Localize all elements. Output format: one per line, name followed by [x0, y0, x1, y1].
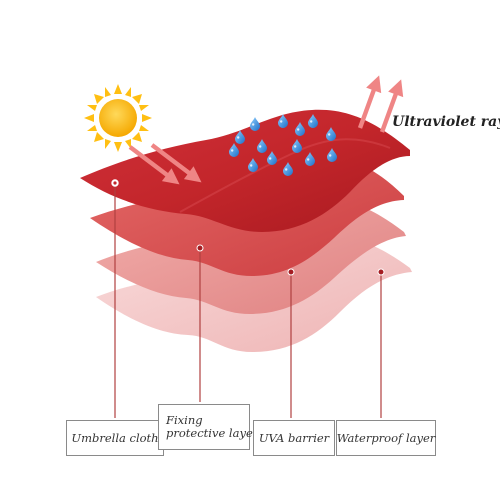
- label-protective-layer-line2: protective layer: [166, 426, 259, 440]
- marker-umbrella-cloth-dot: [113, 181, 117, 185]
- label-protective-layer-line1: Fixing: [166, 413, 203, 427]
- ultraviolet-rays-label: Ultraviolet rays: [392, 114, 500, 130]
- label-umbrella-cloth-text: Umbrella cloth: [71, 430, 159, 445]
- water-droplet-icon: [295, 122, 305, 136]
- water-droplet-highlight: [329, 154, 332, 157]
- label-umbrella-cloth: Umbrella cloth: [66, 420, 164, 456]
- water-droplet-icon: [235, 130, 245, 144]
- water-droplet-icon: [257, 139, 267, 153]
- incoming-uv-arrows: [128, 143, 202, 185]
- marker-protective-layer: [196, 244, 204, 252]
- water-droplet-highlight: [280, 120, 283, 123]
- water-droplet-highlight: [237, 136, 240, 139]
- water-droplet-highlight: [231, 149, 234, 152]
- water-droplet-highlight: [297, 128, 300, 131]
- water-droplet-icon: [305, 152, 315, 166]
- uv-arrow-icon: [357, 75, 382, 129]
- water-droplets: [229, 114, 337, 176]
- label-protective-layer: Fixing protective layer: [158, 404, 258, 450]
- water-droplet-icon: [308, 114, 318, 128]
- water-droplet-highlight: [307, 158, 310, 161]
- water-droplet-icon: [327, 148, 337, 162]
- label-waterproof-layer: Waterproof layer: [336, 420, 436, 456]
- leader-lines: [114, 184, 382, 418]
- uv-arrow-icon: [128, 145, 180, 185]
- water-droplet-icon: [292, 139, 302, 153]
- water-droplet-highlight: [285, 168, 288, 171]
- water-droplet-highlight: [328, 133, 331, 136]
- water-droplet-highlight: [310, 120, 313, 123]
- water-droplet-icon: [267, 151, 277, 165]
- label-waterproof-layer-text: Waterproof layer: [336, 430, 436, 445]
- water-droplet-highlight: [259, 145, 262, 148]
- marker-waterproof-layer: [377, 268, 385, 276]
- label-uva-barrier-text: UVA barrier: [258, 430, 330, 445]
- water-droplet-icon: [229, 143, 239, 157]
- uv-arrow-icon: [150, 143, 202, 183]
- umbrella-cloth-sheet: [80, 109, 410, 232]
- marker-uva-barrier: [287, 268, 295, 276]
- reflected-uv-arrows: [357, 75, 404, 133]
- water-droplet-icon: [250, 117, 260, 131]
- water-droplet-highlight: [269, 157, 272, 160]
- sun-icon: [84, 84, 152, 152]
- label-uva-barrier: UVA barrier: [253, 420, 335, 456]
- uv-arrow-icon: [379, 79, 404, 133]
- water-droplet-highlight: [252, 123, 255, 126]
- water-droplet-icon: [326, 127, 336, 141]
- water-droplet-highlight: [294, 145, 297, 148]
- water-droplet-highlight: [250, 164, 253, 167]
- water-droplet-icon: [278, 114, 288, 128]
- leader-markers: [111, 179, 385, 276]
- water-droplet-icon: [248, 158, 258, 172]
- water-droplet-icon: [283, 162, 293, 176]
